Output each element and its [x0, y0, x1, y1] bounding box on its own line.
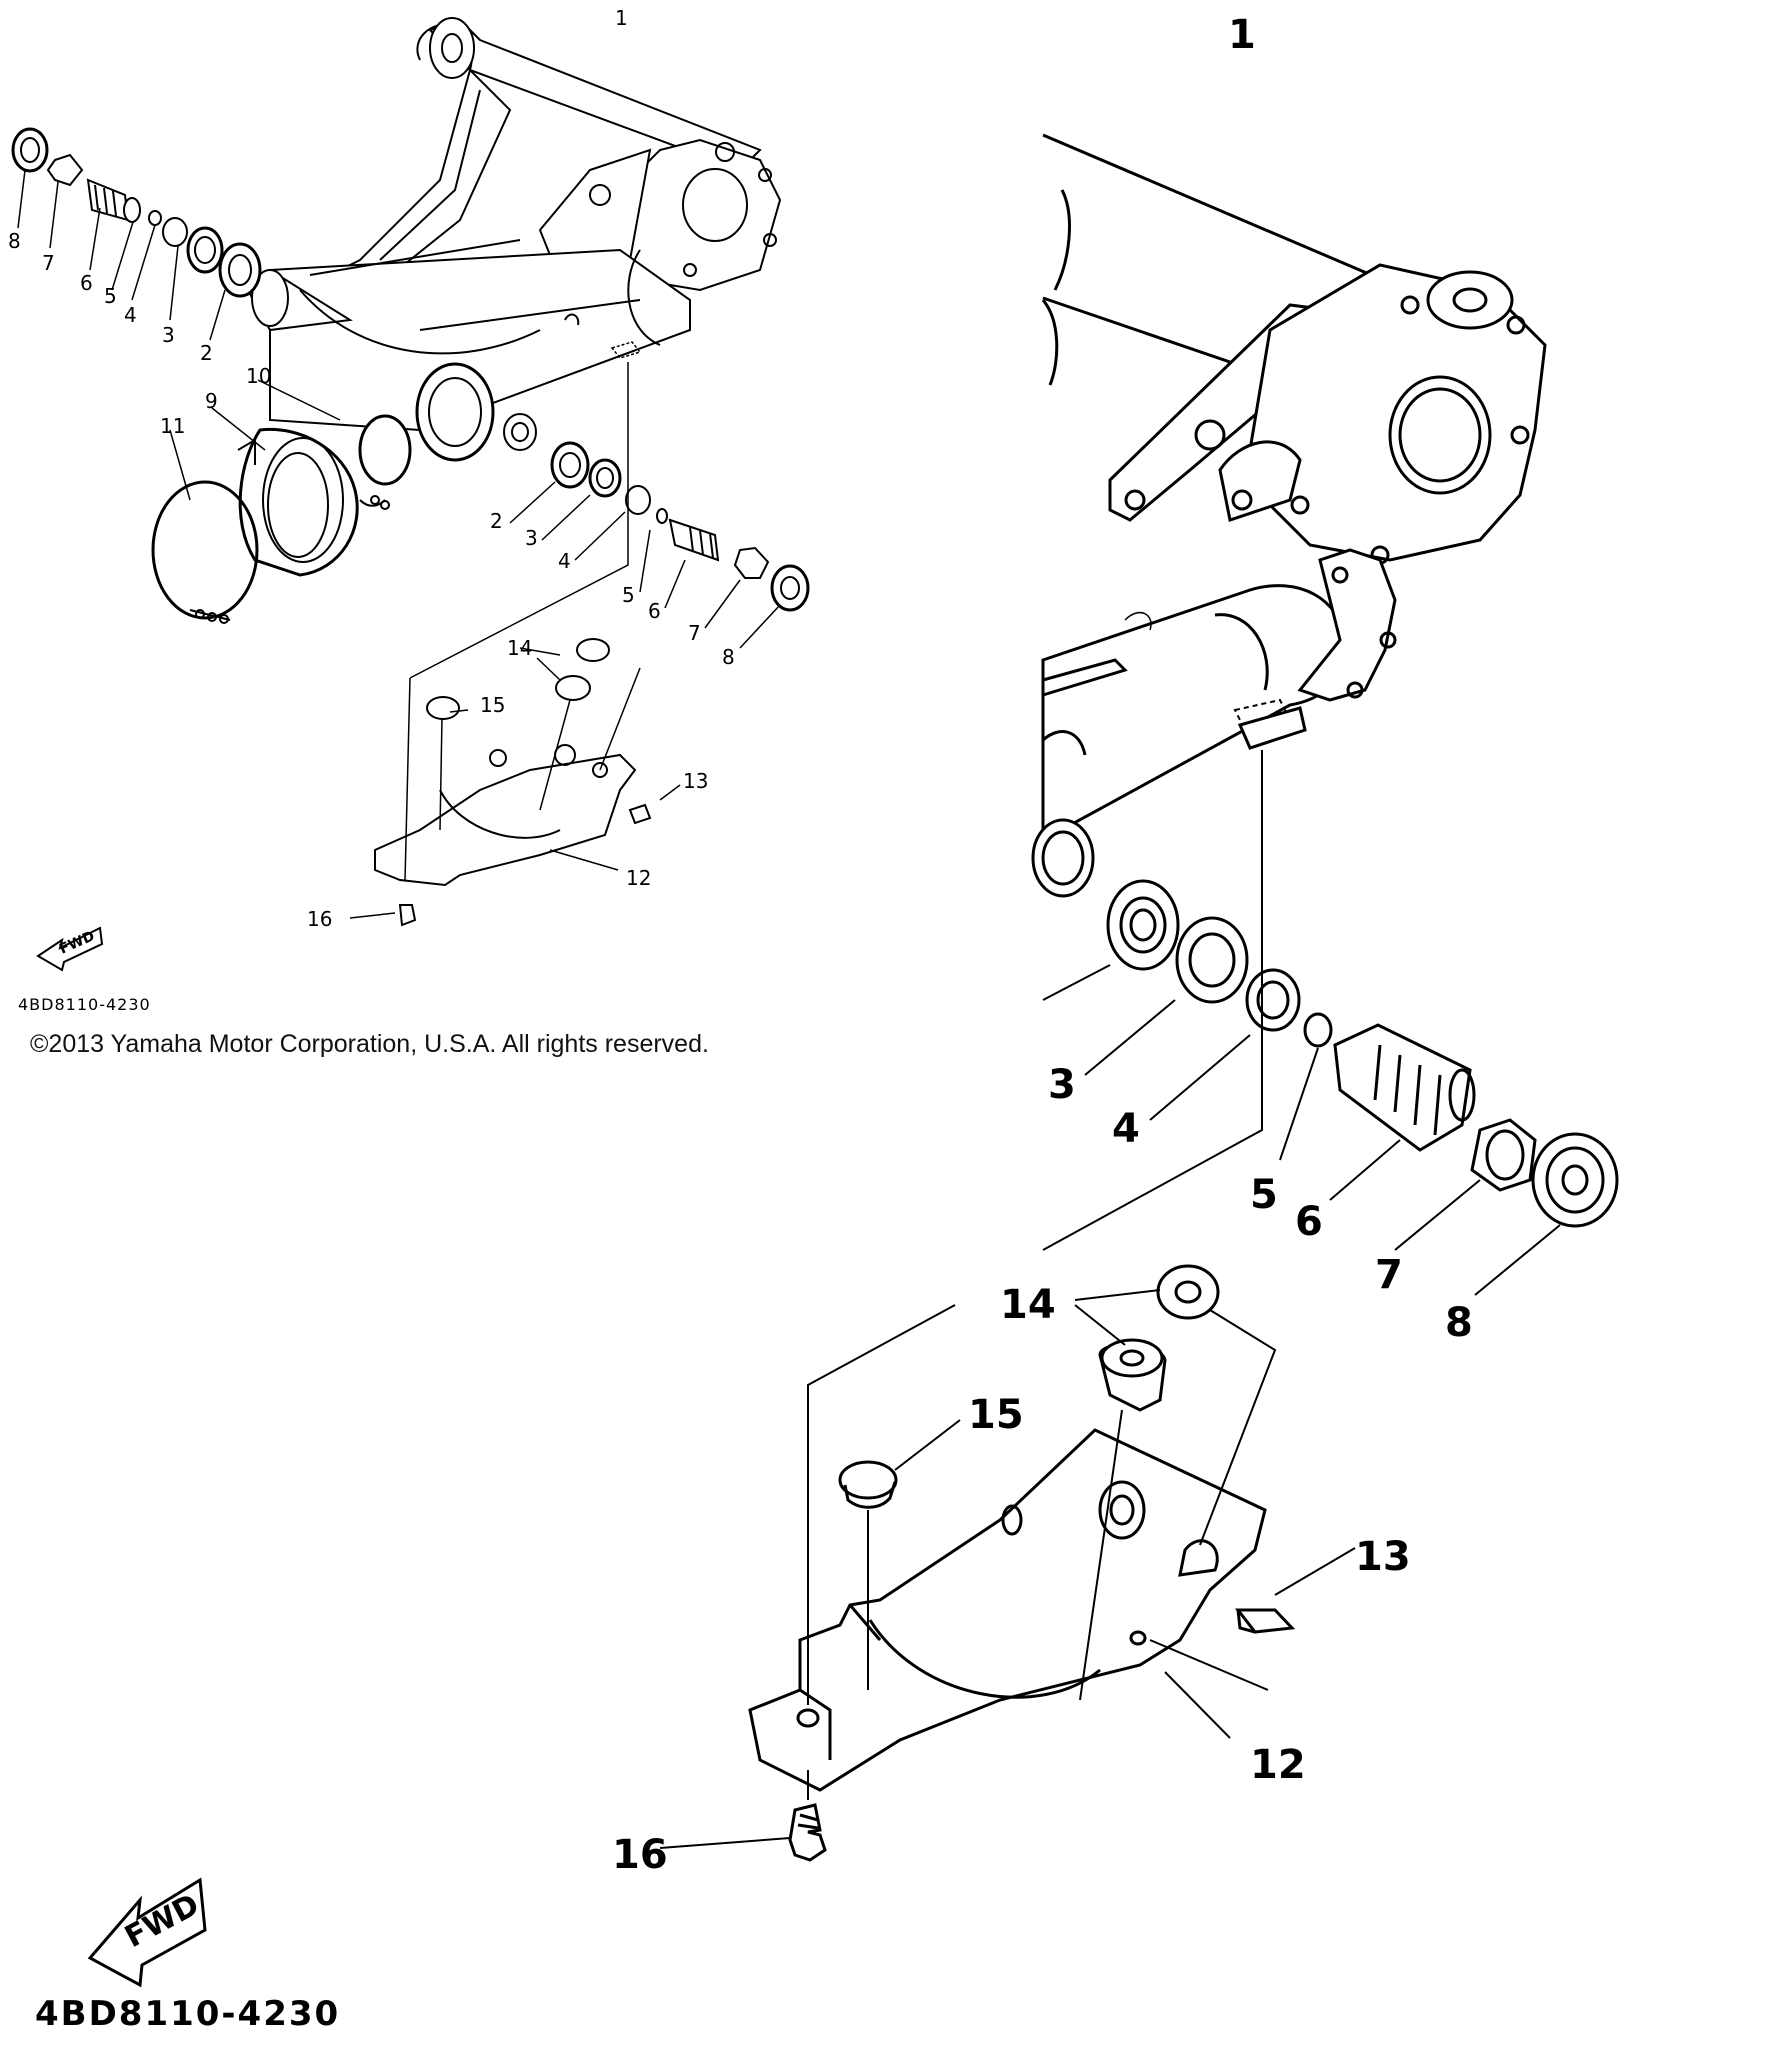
ov-label-14: 14	[507, 636, 532, 660]
en-label-5: 5	[1250, 1172, 1278, 1218]
swingarm-enlarged	[1031, 133, 1547, 898]
right-bearing-stack-overview	[409, 362, 810, 679]
ov-label-3a: 3	[162, 323, 175, 347]
en-label-15: 15	[968, 1392, 1024, 1438]
ov-label-8b: 8	[722, 645, 735, 669]
guard-overview	[349, 638, 681, 927]
ov-label-11: 11	[160, 414, 185, 438]
diagram-code-large: 4BD8110-4230	[35, 1994, 340, 2034]
en-label-14: 14	[1000, 1282, 1056, 1328]
overview-diagram: FWD 1 2 3 4 5 6 7 8 9 10 11 12 13 14 15 …	[8, 6, 810, 1014]
en-label-4: 4	[1112, 1106, 1140, 1152]
bearing-stack-enlarged	[1042, 750, 1619, 1296]
enlarged-part-labels: 1 3 4 5 6 7 8 14 15 13 12 16	[612, 12, 1473, 1878]
ov-label-3b: 3	[525, 526, 538, 550]
fwd-arrow-large-icon: FWD	[87, 1877, 207, 1988]
copyright-notice: ©2013 Yamaha Motor Corporation, U.S.A. A…	[30, 1030, 709, 1058]
fwd-arrow-small-icon: FWD	[36, 926, 104, 972]
ov-label-4a: 4	[124, 303, 137, 327]
en-label-8: 8	[1445, 1300, 1473, 1346]
diagram-code-small: 4BD8110-4230	[18, 995, 151, 1014]
ov-label-6b: 6	[648, 599, 661, 623]
ov-label-15: 15	[480, 693, 505, 717]
ov-label-6a: 6	[80, 271, 93, 295]
ov-label-9: 9	[205, 389, 218, 413]
en-label-16: 16	[612, 1832, 668, 1878]
ov-label-16: 16	[307, 907, 332, 931]
ov-label-5a: 5	[104, 284, 117, 308]
ov-label-10: 10	[246, 364, 271, 388]
ov-label-13: 13	[683, 769, 708, 793]
en-label-7: 7	[1375, 1252, 1403, 1298]
ov-label-8a: 8	[8, 229, 21, 253]
ov-label-5b: 5	[622, 583, 635, 607]
overview-part-labels: 1 2 3 4 5 6 7 8 9 10 11 12 13 14 15 16 2…	[8, 6, 735, 931]
en-label-13: 13	[1355, 1534, 1411, 1580]
boot-assembly-overview	[151, 379, 412, 624]
ov-label-4b: 4	[558, 549, 571, 573]
left-bearing-stack	[11, 127, 262, 341]
en-label-6: 6	[1295, 1199, 1323, 1245]
ov-label-2b: 2	[490, 509, 503, 533]
swingarm-overview	[243, 17, 782, 462]
ov-label-7b: 7	[688, 621, 701, 645]
enlarged-diagram: FWD 1 3 4 5 6 7 8 14 15 13 12 16 4BD8110…	[35, 12, 1619, 2034]
en-label-1: 1	[1228, 12, 1256, 58]
ov-label-1: 1	[615, 6, 628, 30]
guard-enlarged	[659, 1264, 1356, 1862]
ov-label-12: 12	[626, 866, 651, 890]
en-label-12: 12	[1250, 1742, 1306, 1788]
ov-label-7a: 7	[42, 251, 55, 275]
ov-label-2a: 2	[200, 341, 213, 365]
en-label-3: 3	[1048, 1062, 1076, 1108]
